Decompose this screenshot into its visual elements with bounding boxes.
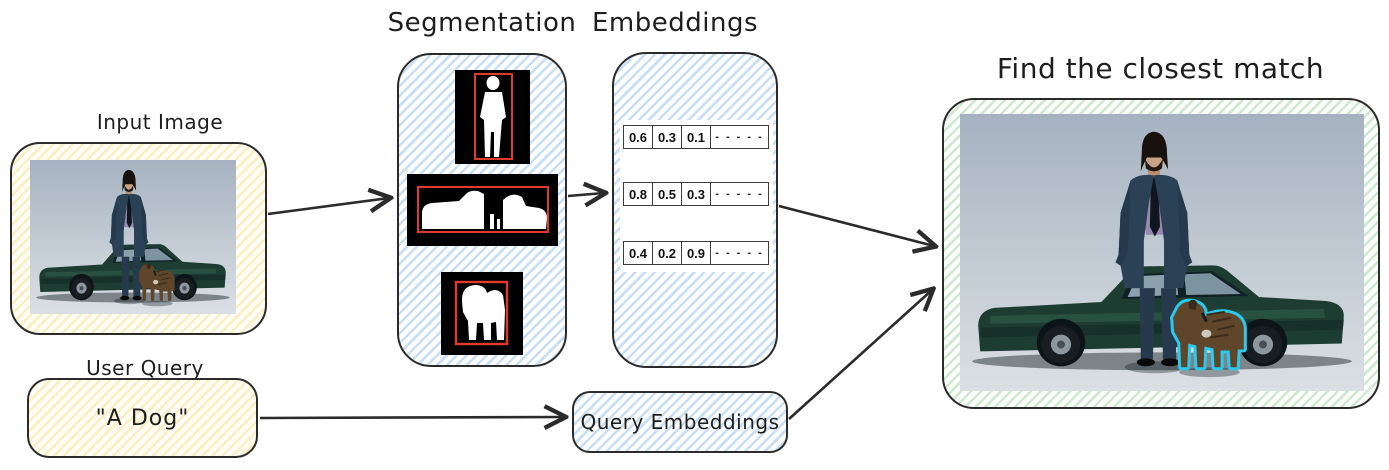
match-result-photo	[960, 114, 1364, 391]
dog-shadow	[141, 300, 173, 307]
query-embeddings-card: Query Embeddings	[572, 391, 788, 453]
scene-illustration	[30, 160, 236, 314]
scene-illustration	[960, 114, 1364, 391]
vector-value: 0.3	[682, 183, 711, 205]
arrow-query-embeddings-to-match	[788, 290, 932, 420]
dog-shadow	[1179, 367, 1240, 378]
vector-ellipsis: - - - - -	[715, 131, 764, 143]
match-result-card	[942, 98, 1380, 409]
man-in-suit	[109, 169, 149, 305]
input-image-card	[10, 142, 267, 335]
green-car	[978, 265, 1344, 367]
segmentation-card	[397, 53, 567, 367]
input-image-photo	[30, 160, 236, 314]
vector-value: 0.2	[653, 242, 682, 264]
vector-ellipsis: - - - - -	[715, 188, 764, 200]
arrow-query-to-query-embeddings	[259, 417, 564, 418]
vector-value: 0.6	[624, 126, 653, 148]
vector-value: 0.9	[682, 242, 711, 264]
dog	[138, 263, 175, 307]
dog-silhouette-mask-icon	[454, 280, 509, 346]
embeddings-title: Embeddings	[592, 8, 759, 38]
car-mask-tile	[407, 174, 558, 246]
match-title: Find the closest match	[996, 52, 1325, 85]
vector-value: 0.4	[624, 242, 653, 264]
dog-highlighted	[1170, 298, 1247, 378]
embeddings-card: 0.6 0.3 0.1 - - - - - 0.8 0.5 0.3 - - - …	[612, 52, 778, 368]
vector-ellipsis: - - - - -	[715, 247, 764, 259]
embedding-vector-row: 0.8 0.5 0.3 - - - - -	[623, 182, 769, 206]
segmentation-title: Segmentation	[387, 8, 577, 38]
man-in-suit	[1115, 131, 1193, 374]
query-embeddings-label: Query Embeddings	[580, 410, 780, 434]
vector-value: 0.5	[653, 183, 682, 205]
arrow-embeddings-to-match	[778, 204, 934, 246]
user-query-label: User Query	[86, 356, 204, 380]
embedding-vector-row: 0.6 0.3 0.1 - - - - -	[623, 125, 769, 149]
dog-mask-tile	[441, 272, 523, 355]
vector-value: 0.3	[653, 126, 682, 148]
person-mask-tile	[455, 70, 530, 164]
arrow-segmentation-to-embeddings	[567, 193, 604, 196]
user-query-card: "A Dog"	[27, 378, 258, 458]
person-silhouette-mask-icon	[474, 73, 513, 160]
green-car	[39, 244, 226, 301]
arrow-input-to-segmentation	[267, 198, 389, 216]
input-image-label: Input Image	[96, 110, 224, 134]
vector-value: 0.1	[682, 126, 711, 148]
user-query-value: "A Dog"	[95, 405, 190, 431]
car-silhouette-mask-icon	[417, 186, 549, 233]
vector-value: 0.8	[624, 183, 653, 205]
embedding-vector-row: 0.4 0.2 0.9 - - - - -	[623, 241, 769, 265]
